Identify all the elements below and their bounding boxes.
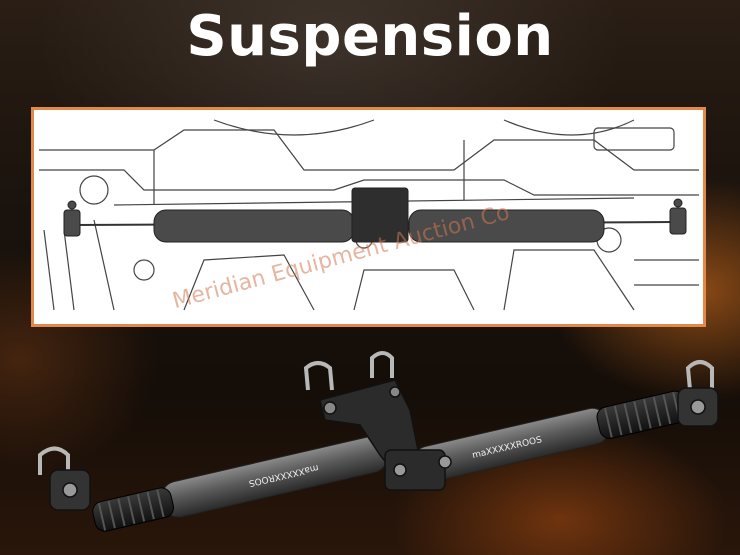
dual-damper-product: maXXXXXROOS maXXXXXROOS [38,351,719,532]
page-title: Suspension [186,4,554,69]
suspension-diagram-frame [31,107,706,327]
steering-stabilizer-diagram [39,119,699,311]
product-image: maXXXXXROOS maXXXXXROOS [0,330,740,555]
